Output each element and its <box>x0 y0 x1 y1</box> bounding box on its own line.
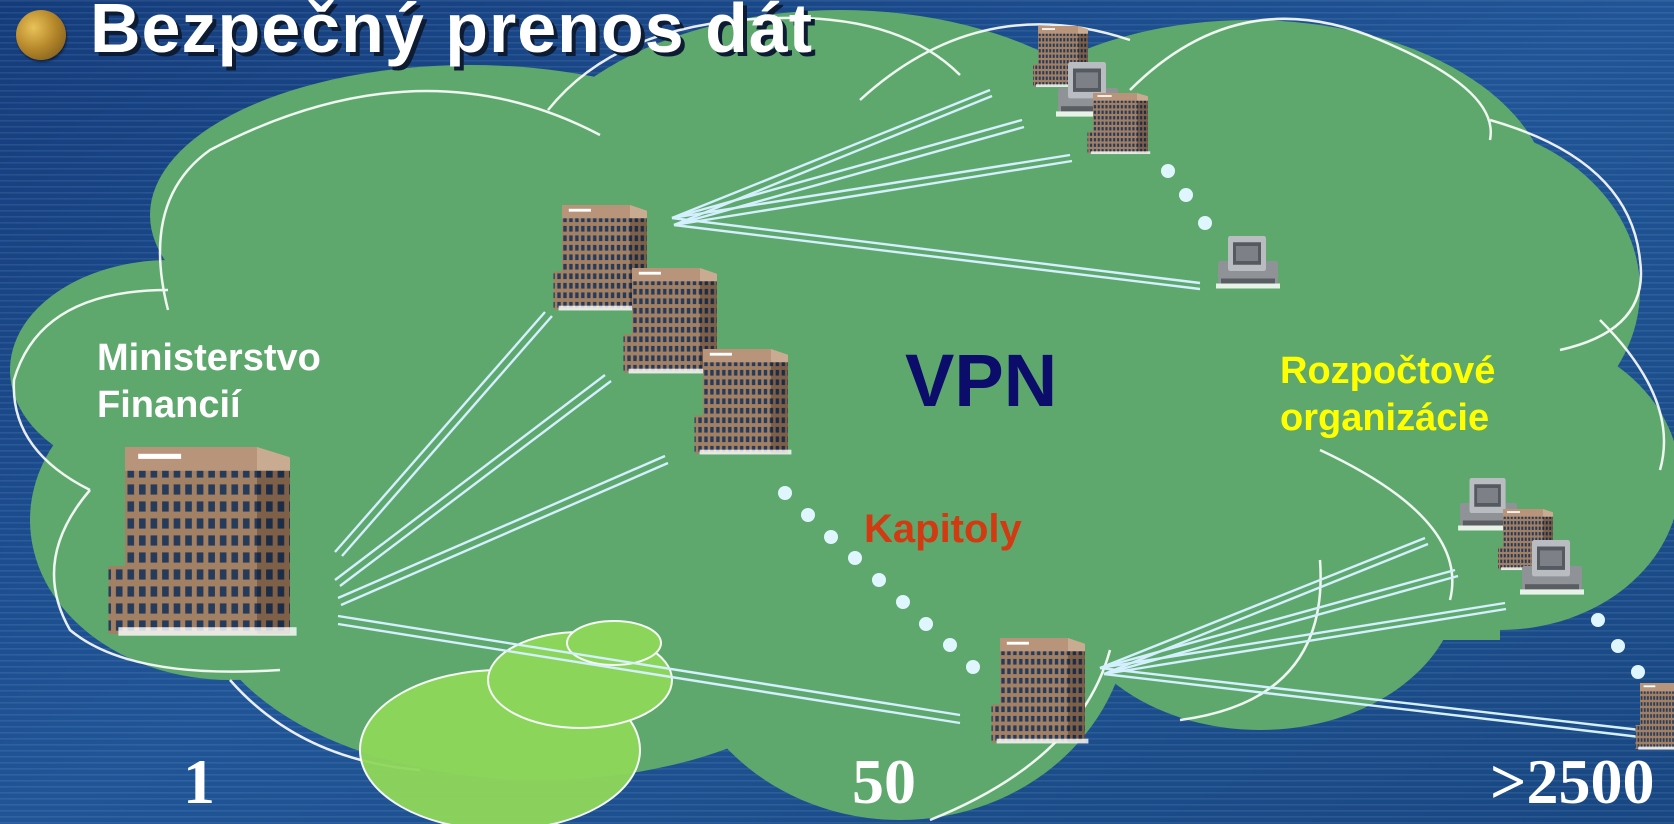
budget-orgs-label-line1: Rozpočtové <box>1280 350 1496 392</box>
ministry-count: 1 <box>183 746 215 817</box>
ministry-label: Ministerstvo Financií <box>97 335 321 429</box>
budget-orgs-label: Rozpočtové organizácie <box>1280 348 1495 442</box>
ministry-label-line2: Financií <box>97 384 241 426</box>
org-building-icon <box>1087 93 1151 155</box>
budget-orgs-label-line2: organizácie <box>1280 397 1490 439</box>
chapter-building-icon <box>991 638 1089 744</box>
org-building-icon <box>1635 683 1674 750</box>
connection-links <box>334 88 1641 739</box>
ministry-building-icon <box>108 447 297 636</box>
ministry-label-line1: Ministerstvo <box>97 337 321 379</box>
chapters-label: Kapitoly <box>864 507 1022 551</box>
ellipsis-dots <box>778 164 1645 679</box>
bullet-icon <box>16 10 66 60</box>
chapters-count: 50 <box>852 746 916 817</box>
vpn-label: VPN <box>905 339 1058 422</box>
budget-orgs-count: >2500 <box>1490 746 1655 817</box>
slide-title: Bezpečný prenos dát <box>90 0 814 67</box>
chapter-building-icon <box>694 349 792 455</box>
